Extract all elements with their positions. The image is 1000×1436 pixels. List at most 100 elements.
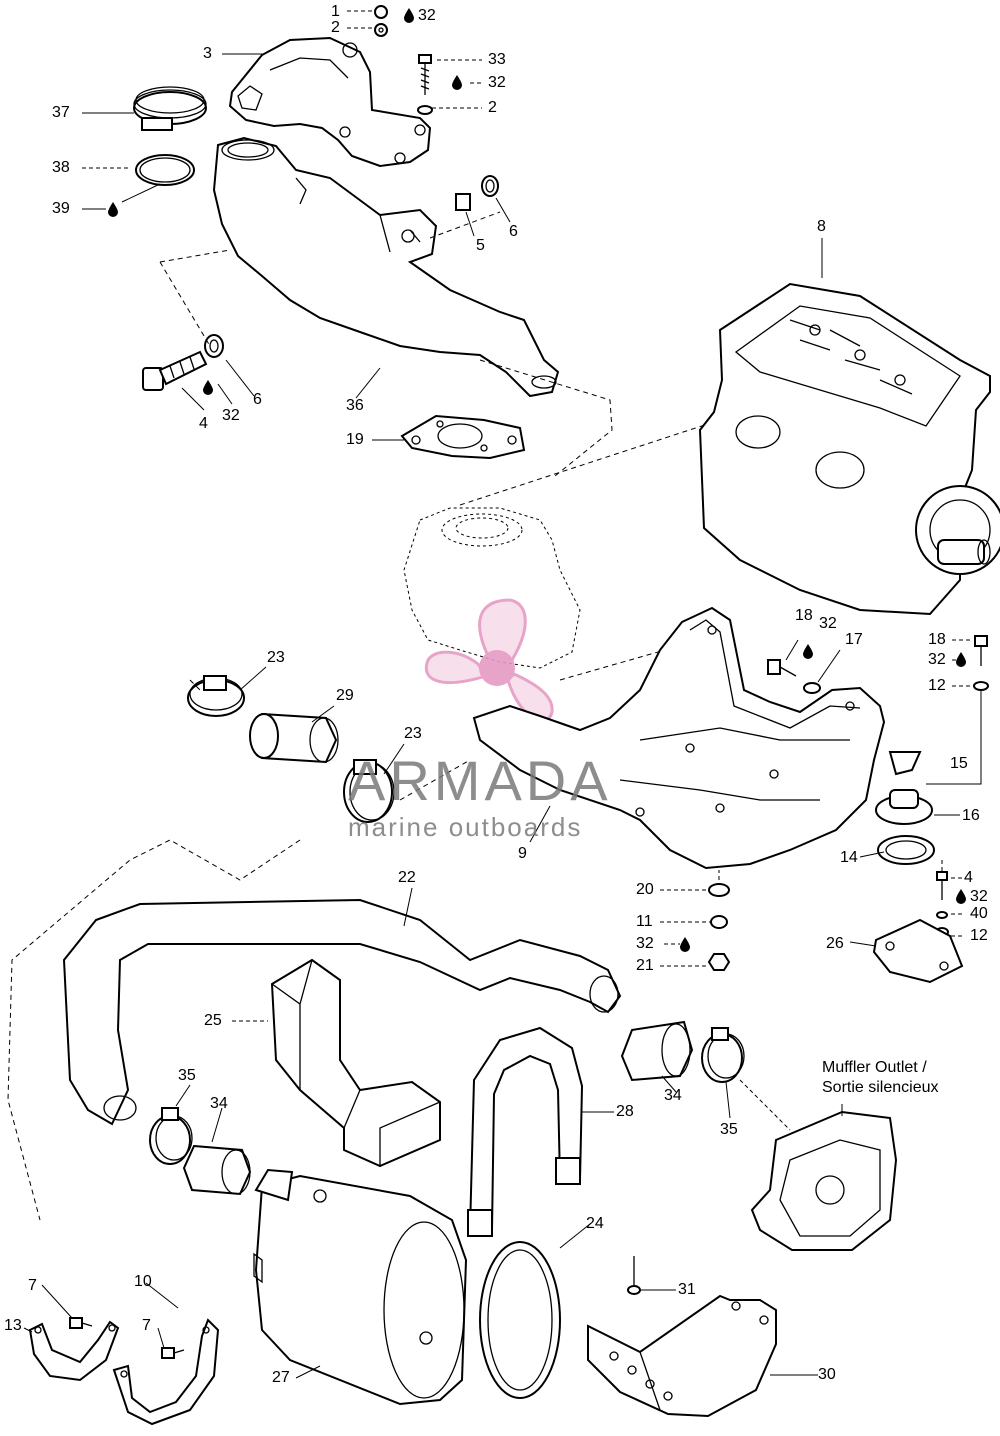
callout-9: 9 [518,845,527,862]
bracket-9 [472,606,886,870]
clamp-23-left [187,675,245,717]
heat-shield-30 [587,1294,777,1418]
callout-37: 37 [52,104,70,121]
pin-31 [627,1256,641,1295]
mount-16-plate-15 [875,751,935,865]
hardware-stack-20-11-21 [707,883,731,971]
drop-icon [803,644,813,659]
callout-24: 24 [586,1215,604,1232]
clamp-37 [133,86,207,131]
callout-20: 20 [636,881,654,898]
callout-6: 6 [253,391,262,408]
callout-6: 6 [509,223,518,240]
callout-7: 7 [28,1277,37,1294]
pipe-alignment-line [159,211,613,477]
callout-16: 16 [962,807,980,824]
callout-22: 22 [398,869,416,886]
drop-icon [404,8,414,23]
bolt-4-lower [935,871,949,937]
clamp-23-right [343,759,395,823]
hardware-nut-washer-top [374,5,388,37]
callout-32: 32 [819,615,837,632]
muffler-outlet-alignment [739,1079,791,1131]
o-ring-38 [135,154,195,186]
drop-icon [203,380,213,395]
callout-32: 32 [928,651,946,668]
clamp-35-right [701,1027,745,1083]
callout-5: 5 [476,237,485,254]
callout-4: 4 [199,415,208,432]
callout-11: 11 [636,913,653,930]
callout-35: 35 [720,1121,738,1138]
callout-4: 4 [964,869,973,886]
bolt-18-washer-17 [767,659,821,694]
callout-19: 19 [346,431,364,448]
callout-23: 23 [404,725,422,742]
bracket-26 [872,918,964,984]
muffler-outlet [750,1110,898,1251]
callout-38: 38 [52,159,70,176]
callout-2: 2 [331,19,340,36]
exhaust-port-phantom [403,507,581,669]
callout-26: 26 [826,935,844,952]
callout-34: 34 [664,1087,682,1104]
drop-icon [452,75,462,90]
leader-lines [23,10,970,1379]
callout-13: 13 [4,1317,22,1334]
exhaust-pipe-22 [62,898,622,1126]
hose-29 [249,712,339,764]
drop-icon [108,202,118,217]
callout-15: 15 [950,755,968,772]
callout-7: 7 [142,1317,151,1334]
callout-12: 12 [970,927,988,944]
coupler-34-left [182,1144,252,1196]
hardware-path-lower [718,860,943,880]
muffler-27 [253,1168,468,1406]
drop-icon [680,937,690,952]
callout-31: 31 [678,1281,696,1298]
bolt-18-right-path [926,690,982,785]
strap-13 [28,1320,120,1382]
callout-28: 28 [616,1103,634,1120]
muffler-outlet-note: Muffler Outlet / Sortie silencieux [822,1058,939,1098]
gasket-19 [400,414,526,460]
hose-alignment-line [7,679,471,1221]
screws-7 [69,1317,185,1359]
exhaust-manifold [228,36,432,168]
clamp-35-left [149,1107,193,1165]
drop-icon [956,889,966,904]
watermark-tagline: marine outboards [348,812,583,842]
drop-icon [956,652,966,667]
callout-10: 10 [134,1273,152,1290]
engine-8 [698,282,1000,616]
callout-32: 32 [970,888,988,905]
callout-29: 29 [336,687,354,704]
callout-18: 18 [928,631,946,648]
callout-12: 12 [928,677,946,694]
armada-propeller-logo [424,598,554,723]
callout-1: 1 [331,3,340,20]
callout-30: 30 [818,1366,836,1383]
stud-33 [417,54,433,115]
coupler-34-right [620,1020,694,1082]
callout-8: 8 [817,218,826,235]
callout-25: 25 [204,1012,222,1029]
muffler-note-line1: Muffler Outlet / [822,1059,927,1076]
strap-10 [112,1318,220,1426]
tuned-pipe-36 [212,136,560,398]
watermark-brand: ARMADA [348,749,612,812]
sealant-drop-icons [108,8,966,952]
callout-39: 39 [52,200,70,217]
strap-28 [467,1026,584,1237]
callout-32: 32 [222,407,240,424]
callout-17: 17 [845,631,863,648]
callout-40: 40 [970,905,988,922]
gasket-24 [479,1241,561,1399]
callout-32: 32 [636,935,654,952]
callout-18: 18 [795,607,813,624]
callout-27: 27 [272,1369,290,1386]
bolt-4-top [142,334,224,391]
bolt-18-right [973,635,989,691]
callout-34: 34 [210,1095,228,1112]
